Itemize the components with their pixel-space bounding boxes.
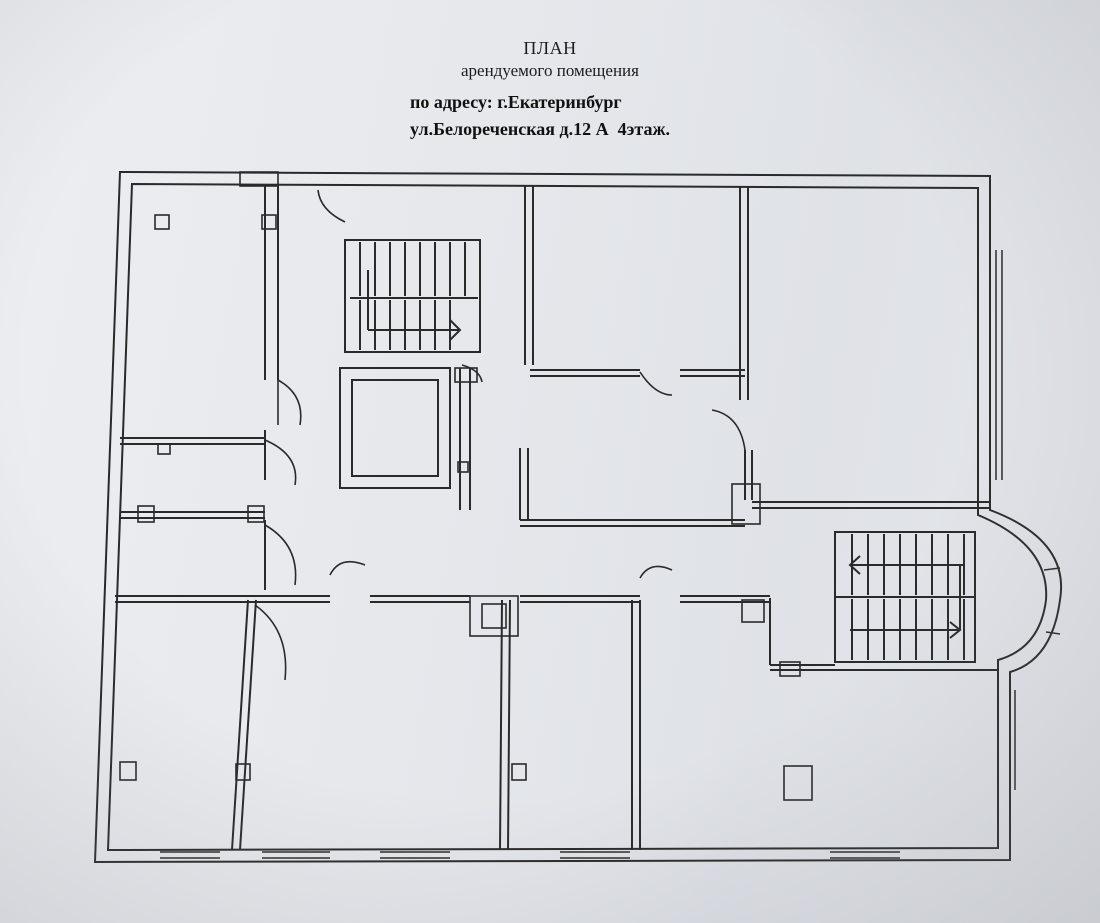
columns — [119, 171, 813, 801]
upper-right-rooms — [519, 186, 990, 527]
plan-title: ПЛАН — [523, 38, 577, 58]
door-swings — [254, 189, 746, 681]
corridor-wall-lower — [115, 595, 770, 603]
title-block: ПЛАН арендуемого помещения — [300, 38, 800, 81]
right-staircase — [769, 531, 998, 671]
plan-subtitle: арендуемого помещения — [461, 61, 639, 80]
left-partitions — [120, 186, 279, 590]
elevator-shaft — [339, 367, 471, 510]
bay-window — [1043, 567, 1061, 635]
address-street: ул.Белореченская д.12 А 4этаж. — [410, 119, 671, 139]
right-window — [995, 250, 1016, 790]
bottom-windows — [160, 851, 900, 859]
lower-partitions — [231, 599, 641, 851]
outer-wall — [93, 170, 1063, 864]
address-city: по адресу: г.Екатеринбург — [410, 92, 622, 112]
top-staircase — [344, 239, 481, 353]
